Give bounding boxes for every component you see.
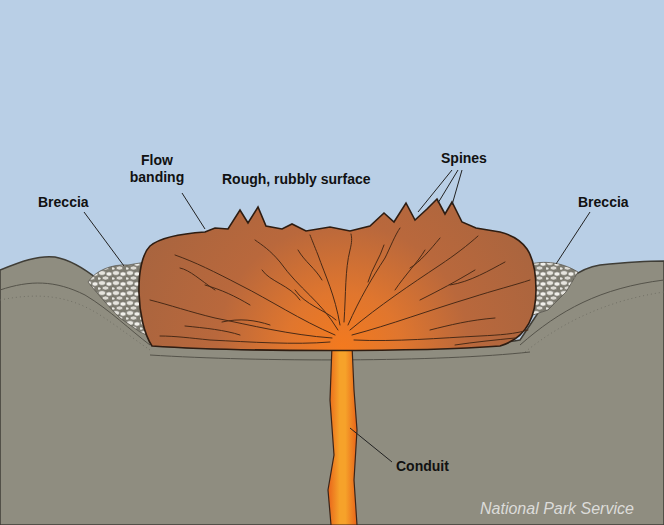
leader-lines: [84, 170, 590, 462]
surface-label: Rough, rubbly surface: [222, 171, 371, 188]
lava-dome: [139, 199, 536, 351]
flow-banding-label: Flow banding: [128, 152, 186, 186]
breccia-label: Breccia: [38, 194, 89, 211]
flow-banding-lines: [150, 228, 530, 345]
conduit-label: Conduit: [396, 458, 449, 475]
spines-label: Spines: [441, 150, 487, 167]
watermark: National Park Service: [480, 500, 634, 517]
breccia-label: Breccia: [578, 194, 629, 211]
conduit-magma: [328, 345, 357, 525]
